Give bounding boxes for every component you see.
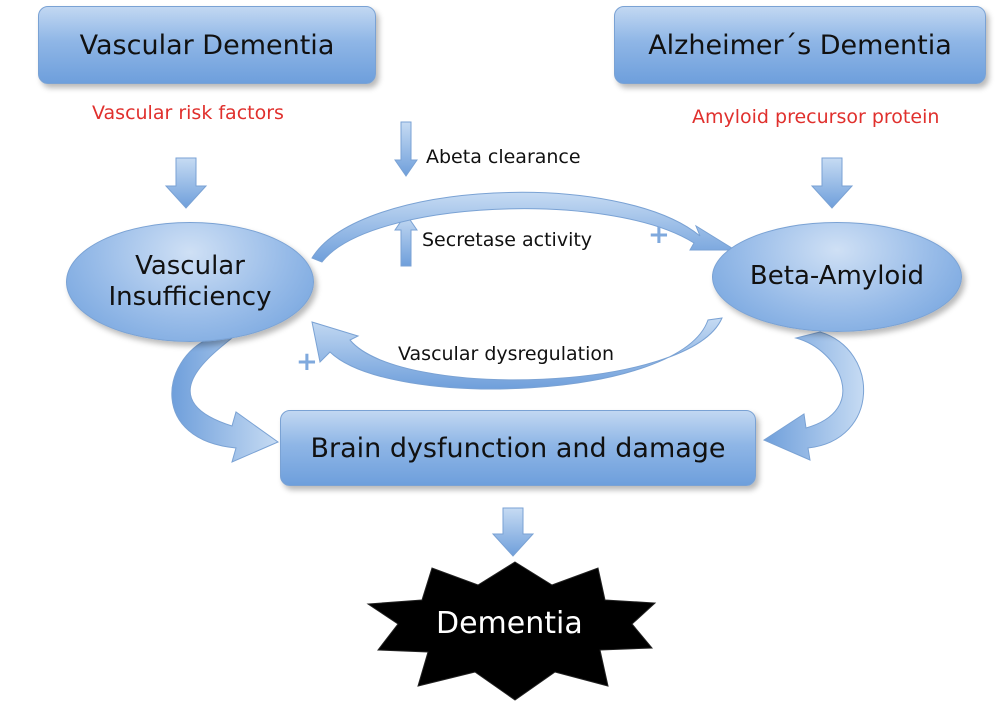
curved-arrow-icon [762, 331, 864, 461]
dementia-burst-shape [366, 561, 657, 701]
down-arrow-icon [394, 121, 418, 177]
beta-amyloid-label: Beta-Amyloid [749, 261, 925, 292]
secretase-activity-label: Secretase activity [422, 229, 593, 251]
alzheimers-dementia-box: Alzheimer´s Dementia [614, 6, 986, 84]
up-arrow-icon [394, 213, 418, 267]
dementia-outcome-label: Dementia [436, 606, 583, 641]
plus-sign-bottom: + [296, 347, 318, 377]
vascular-dementia-label: Vascular Dementia [79, 29, 335, 61]
curved-arrow-icon [171, 337, 280, 463]
amyloid-precursor-label: Amyloid precursor protein [692, 106, 940, 128]
vascular-dysregulation-label: Vascular dysregulation [398, 343, 615, 365]
abeta-clearance-label: Abeta clearance [426, 146, 581, 168]
down-arrow-icon [164, 157, 208, 209]
vascular-insufficiency-oval: Vascular Insufficiency [66, 222, 314, 342]
brain-dysfunction-label: Brain dysfunction and damage [310, 432, 726, 464]
plus-sign-top: + [648, 220, 670, 250]
vascular-dementia-box: Vascular Dementia [38, 6, 376, 84]
vascular-risk-factors-label: Vascular risk factors [92, 102, 284, 124]
brain-dysfunction-box: Brain dysfunction and damage [280, 410, 756, 486]
curved-arrow-icon [311, 317, 723, 390]
alzheimers-dementia-label: Alzheimer´s Dementia [648, 29, 952, 61]
beta-amyloid-oval: Beta-Amyloid [712, 222, 962, 332]
curved-arrow-icon [311, 191, 737, 263]
down-arrow-icon [491, 507, 535, 557]
down-arrow-icon [810, 157, 854, 209]
vascular-insufficiency-label: Vascular Insufficiency [108, 250, 272, 312]
